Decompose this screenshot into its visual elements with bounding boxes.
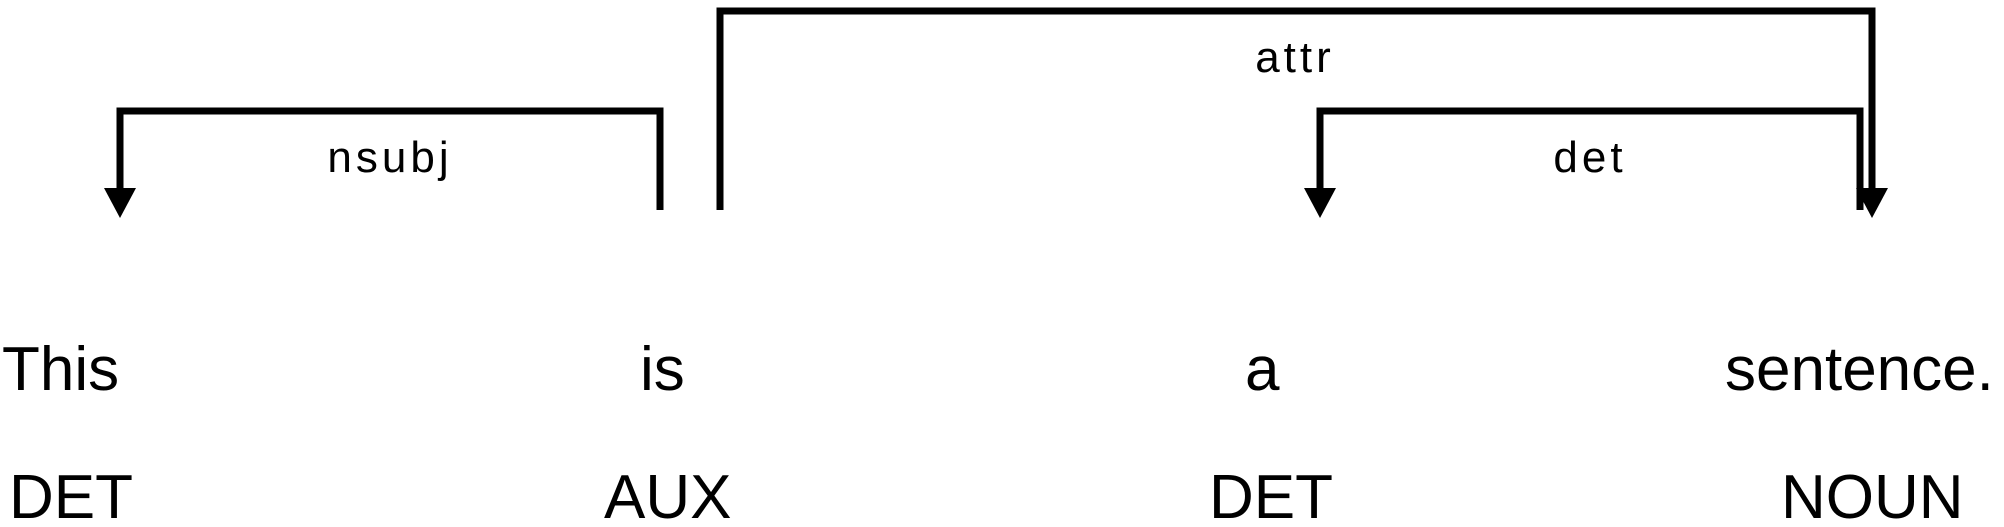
token-pos-tag: NOUN xyxy=(1781,463,1964,527)
token-is: is AUX xyxy=(604,335,731,527)
arc-nsubj-line xyxy=(116,107,664,210)
token-pos-tag: AUX xyxy=(604,463,731,527)
token-a: a DET xyxy=(1209,335,1333,527)
arc-attr-arrowhead-icon xyxy=(1856,188,1888,218)
arc-nsubj-arrowhead-icon xyxy=(104,188,136,218)
token-pos-tag: DET xyxy=(9,463,133,527)
token-word: a xyxy=(1245,335,1280,404)
arc-det-line xyxy=(1316,107,1864,210)
arc-det-label: det xyxy=(1553,133,1626,182)
arc-nsubj-label: nsubj xyxy=(327,133,452,182)
arc-det: det xyxy=(1304,107,1864,218)
arc-det-arrowhead-icon xyxy=(1304,188,1336,218)
token-this: This DET xyxy=(2,335,133,527)
arc-nsubj: nsubj xyxy=(104,107,664,218)
arc-attr-label: attr xyxy=(1255,33,1335,82)
arc-attr-line xyxy=(716,7,1876,210)
token-word: is xyxy=(640,335,685,404)
token-word: This xyxy=(2,335,119,404)
arc-attr: attr xyxy=(716,7,1888,218)
token-sentence: sentence. NOUN xyxy=(1725,335,1994,527)
token-pos-tag: DET xyxy=(1209,463,1333,527)
token-word: sentence. xyxy=(1725,335,1994,404)
